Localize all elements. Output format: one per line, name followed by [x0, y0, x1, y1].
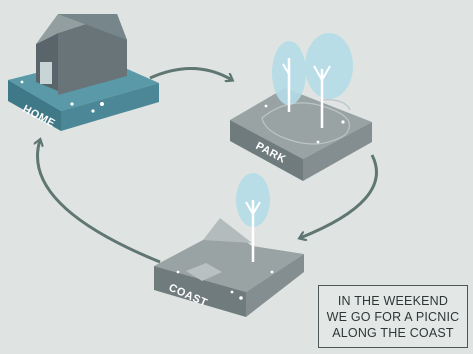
- tree-icon: [305, 33, 353, 128]
- caption-box: IN THE WEEKEND WE GO FOR A PICNIC ALONG …: [318, 285, 468, 348]
- park-tile: PARK: [230, 33, 372, 181]
- arrow-coast-to-home: [38, 140, 161, 264]
- tree-icon: [236, 173, 270, 262]
- caption-line: WE GO FOR A PICNIC: [326, 309, 460, 324]
- arrow-park-to-coast: [300, 154, 378, 238]
- caption-line: IN THE WEEKEND: [337, 293, 449, 308]
- house-icon: [36, 14, 127, 95]
- arrow-home-to-park: [149, 67, 232, 80]
- coast-tile: COAST: [154, 173, 304, 317]
- caption-line: ALONG THE COAST: [332, 325, 454, 340]
- tree-icon: [272, 41, 306, 112]
- home-tile: HOME: [8, 14, 159, 131]
